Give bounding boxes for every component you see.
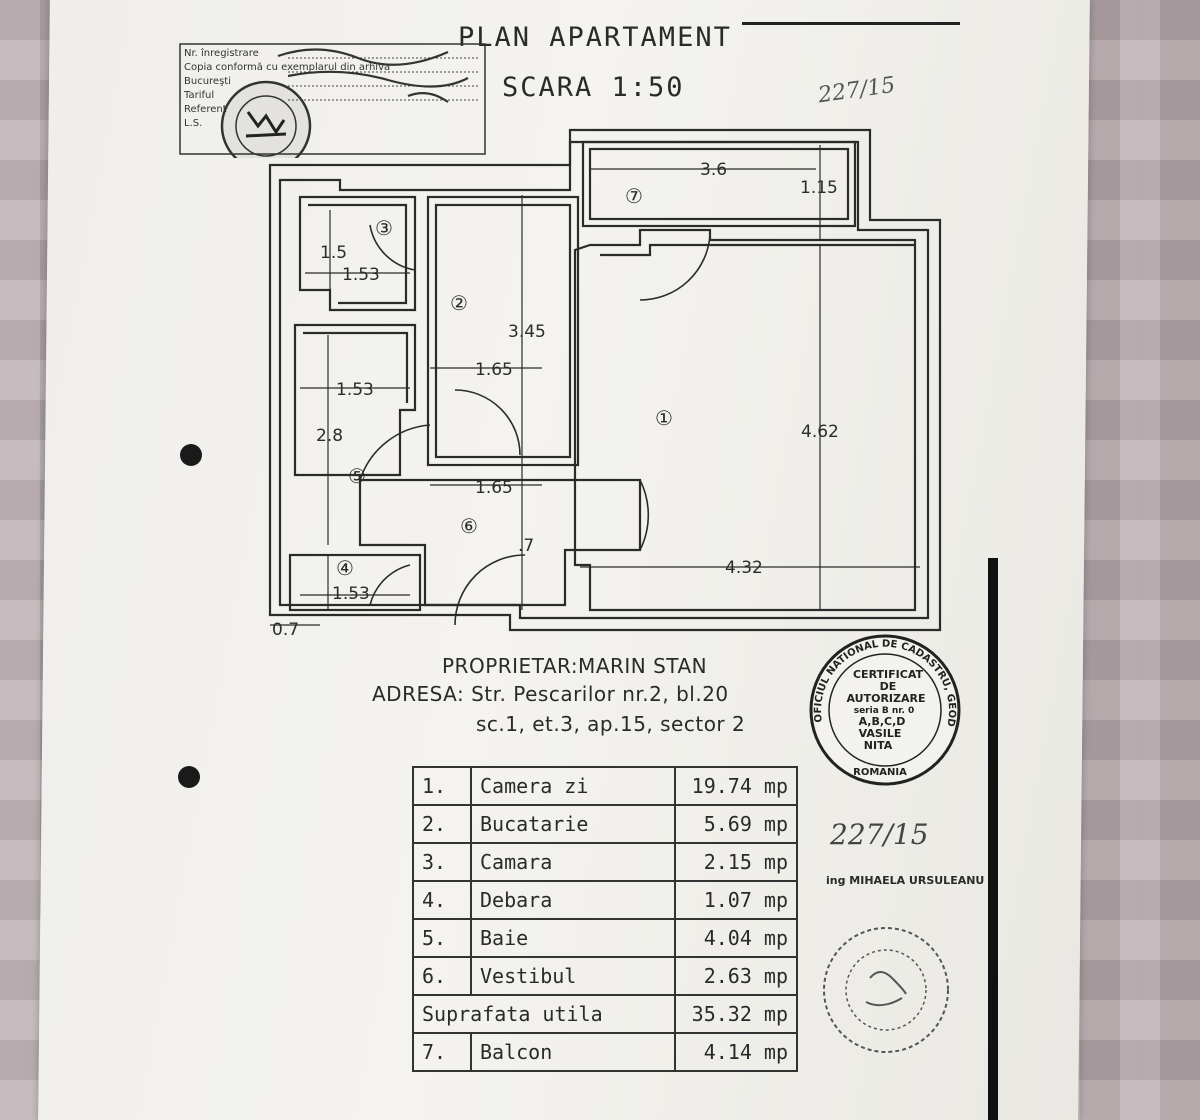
room-num: 2. <box>412 804 472 844</box>
room-name: Debara <box>470 880 676 920</box>
dim-3-45: 3.45 <box>508 322 546 342</box>
address-line-1: ADRESA: Str. Pescarilor nr.2, bl.20 <box>372 682 729 706</box>
dim-1-5: 1.5 <box>320 243 347 263</box>
room-area: 2.63 mp <box>674 956 798 996</box>
stamp-line-1: Nr. înregistrare <box>184 47 259 59</box>
room-num: 6. <box>412 956 472 996</box>
engineer-seal <box>812 920 962 1064</box>
room-number-5: ⑤ <box>348 464 366 488</box>
seal-line-5: A,B,C,D <box>859 715 906 728</box>
dim-4-62: 4.62 <box>801 422 839 442</box>
room-num: 1. <box>412 766 472 806</box>
room-number-6: ⑥ <box>460 514 478 538</box>
room-name: Vestibul <box>470 956 676 996</box>
room-name: Camera zi <box>470 766 676 806</box>
room-number-1: ① <box>655 406 673 430</box>
table-row: 4. Debara 1.07 mp <box>412 880 798 920</box>
room-num: 3. <box>412 842 472 882</box>
title-rule <box>742 22 960 25</box>
total-area: 35.32 mp <box>674 994 798 1034</box>
room-area: 19.74 mp <box>674 766 798 806</box>
floor-plan: 3.6 1.15 1.5 1.53 3.45 1.65 1.53 2.8 1.6… <box>268 128 942 640</box>
dim-0-7-vestibule: .7 <box>518 536 534 556</box>
punch-hole-bottom <box>178 766 200 788</box>
total-label: Suprafata utila <box>412 994 676 1034</box>
dim-1-53-bath: 1.53 <box>336 380 374 400</box>
seal-line-2: DE <box>880 680 897 693</box>
engineer-name: ing MIHAELA URSULEANU <box>826 874 985 887</box>
seal-line-1: CERTIFICAT <box>853 668 923 681</box>
seal-line-3: AUTORIZARE <box>847 692 926 705</box>
room-num: 4. <box>412 880 472 920</box>
seal-line-8: ROMANIA <box>853 767 907 778</box>
table-total-row: Suprafata utila 35.32 mp <box>412 994 798 1034</box>
dim-3-6: 3.6 <box>700 160 727 180</box>
room-number-4: ④ <box>336 556 354 580</box>
table-row: 2. Bucatarie 5.69 mp <box>412 804 798 844</box>
registration-stamp: Nr. înregistrare Copia conformă cu exemp… <box>178 40 488 172</box>
room-num: 5. <box>412 918 472 958</box>
dim-1-53-closet: 1.53 <box>332 584 370 604</box>
balcony-area: 4.14 mp <box>674 1032 798 1072</box>
punch-hole-top <box>180 444 202 466</box>
balcony-name: Balcon <box>470 1032 676 1072</box>
room-areas-table: 1. Camera zi 19.74 mp 2. Bucatarie 5.69 … <box>412 766 798 1072</box>
stamp-line-6: L.S. <box>184 118 202 129</box>
balcony-num: 7. <box>412 1032 472 1072</box>
dim-1-65-vestibule: 1.65 <box>475 478 513 498</box>
seal-line-4: seria B nr. 0 <box>854 706 915 716</box>
handnote-mid: 227/15 <box>830 818 929 851</box>
stamp-line-3: Bucureşti <box>184 76 231 87</box>
room-name: Baie <box>470 918 676 958</box>
seal-line-6: VASILE <box>859 727 902 740</box>
dim-1-65-kitchen: 1.65 <box>475 360 513 380</box>
room-name: Bucatarie <box>470 804 676 844</box>
table-row: 7. Balcon 4.14 mp <box>412 1032 798 1072</box>
table-row: 6. Vestibul 2.63 mp <box>412 956 798 996</box>
certification-seal: OFICIUL NATIONAL DE CADASTRU, GEODEZIE S… <box>796 622 970 794</box>
table-row: 5. Baie 4.04 mp <box>412 918 798 958</box>
dim-1-53-storage: 1.53 <box>342 265 380 285</box>
room-area: 5.69 mp <box>674 804 798 844</box>
binder-bar <box>988 558 998 1120</box>
scale-label: SCARA 1:50 <box>502 72 685 103</box>
stamp-line-5: Referent <box>184 104 227 115</box>
document-title: PLAN APARTAMENT <box>458 22 732 53</box>
stamp-line-2: Copia conformă cu exemplarul din arhiva <box>184 62 390 73</box>
room-name: Camara <box>470 842 676 882</box>
room-number-3: ③ <box>375 216 393 240</box>
dim-0-7: 0.7 <box>272 620 299 640</box>
dim-1-15: 1.15 <box>800 178 838 198</box>
room-area: 2.15 mp <box>674 842 798 882</box>
seal-line-7: NITA <box>864 739 893 752</box>
room-area: 1.07 mp <box>674 880 798 920</box>
table-row: 1. Camera zi 19.74 mp <box>412 766 798 806</box>
address-line-2: sc.1, et.3, ap.15, sector 2 <box>476 712 746 736</box>
room-number-7: ⑦ <box>625 184 643 208</box>
room-number-2: ② <box>450 291 468 315</box>
room-area: 4.04 mp <box>674 918 798 958</box>
dim-2-8: 2.8 <box>316 426 343 446</box>
dim-4-32: 4.32 <box>725 558 763 578</box>
owner-line: PROPRIETAR:MARIN STAN <box>442 654 708 678</box>
stamp-line-4: Tariful <box>183 90 214 101</box>
table-row: 3. Camara 2.15 mp <box>412 842 798 882</box>
